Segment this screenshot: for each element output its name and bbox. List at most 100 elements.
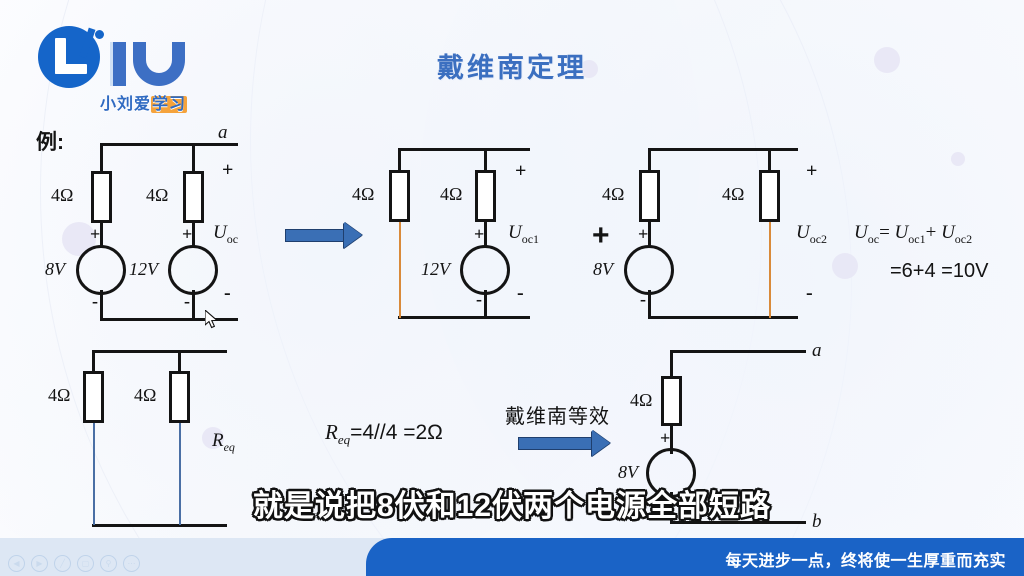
wire-mid-down [179, 423, 181, 525]
pen-icon[interactable]: ╱ [54, 555, 71, 572]
source-12v-plus: + [474, 224, 485, 244]
wire-mid-top [178, 350, 181, 375]
terminal-a-label: a [218, 122, 228, 143]
wire-bottom [648, 316, 798, 319]
req-label: Req [212, 430, 235, 455]
uoc-plus-sign: + [222, 159, 234, 181]
terminal-a-label: a [812, 340, 822, 361]
wire-mid-top [484, 148, 487, 174]
resistor-left [83, 371, 104, 423]
eq-plus: + [925, 222, 937, 243]
resistance-formula-rhs: =4//4 =2Ω [350, 421, 443, 444]
resistor-right [169, 371, 190, 423]
resistance-formula-subscript: eq [337, 432, 351, 448]
resistor-left-value: 4Ω [51, 185, 74, 205]
zoom-icon[interactable]: ⚲ [100, 555, 117, 572]
wire-left-top [648, 148, 651, 174]
wire-vertical-bottom [670, 492, 673, 523]
eq-uoc1-symbol: U [894, 222, 909, 243]
req-subscript: eq [223, 439, 235, 454]
note-icon[interactable]: ▢ [77, 555, 94, 572]
voltage-source-12v [460, 245, 510, 295]
uoc1-plus-sign: + [515, 160, 527, 182]
logo-subtext-plain: 小刘爱 [100, 96, 152, 113]
voltage-source-8v [646, 448, 696, 498]
eq-uoc1-subscript: oc1 [908, 231, 926, 246]
uoc1-symbol: U [508, 222, 522, 243]
brand-logo: 小刘爱学习 [38, 24, 218, 113]
resistor-right-value: 4Ω [146, 185, 169, 205]
logo-letter-l-foot [55, 64, 87, 74]
resistor-right-value: 4Ω [440, 184, 463, 204]
eq-uoc-symbol: U [854, 222, 868, 243]
resistor-equivalent [661, 376, 682, 426]
wire-left-mid [100, 220, 103, 248]
video-subtitle: 就是说把8伏和12伏两个电源全部短路 [252, 490, 772, 523]
uoc1-minus-sign: - [517, 282, 524, 304]
superposition-equation-line2: =6+4 =10V [890, 260, 989, 282]
eq-equals: = [879, 222, 890, 243]
wire-mid-top [768, 148, 771, 174]
wire-bottom [398, 316, 530, 319]
more-icon[interactable]: ⋯ [123, 555, 140, 572]
uoc2-minus-sign: - [806, 282, 813, 304]
wire-left-top [92, 350, 95, 375]
transform-arrow-2 [518, 430, 618, 457]
wire-left-top [398, 148, 401, 174]
wire-mid-bottom [192, 290, 195, 321]
logo-subtext-highlight: 学习 [151, 96, 188, 113]
wire-top [100, 143, 238, 146]
wire-vertical-mid [670, 424, 673, 454]
bottom-bar: 每天进步一点，终将使一生厚重而充实 [0, 538, 1024, 576]
voltage-source-12v [168, 245, 218, 295]
prev-icon[interactable]: ◀ [8, 555, 25, 572]
uoc-subscript: oc [226, 231, 239, 246]
uoc-symbol: U [213, 222, 227, 243]
background-dot-6 [951, 152, 965, 166]
wire-vertical-top [670, 350, 673, 378]
uoc-minus-sign: - [224, 282, 231, 304]
background-dot-4 [832, 253, 858, 279]
background-dot-5 [202, 427, 224, 449]
wire-mid-bottom [484, 290, 487, 318]
source-12v-value: 12V [421, 259, 450, 279]
logo-letter-l-stem [55, 38, 66, 74]
resistor-left [639, 170, 660, 222]
superposition-plus-operator: + [592, 219, 610, 252]
source-12v-plus: + [182, 224, 193, 244]
wire-left-bottom [100, 290, 103, 321]
source-12v-minus: - [476, 289, 482, 309]
next-icon[interactable]: ▶ [31, 555, 48, 572]
resistor-right [183, 171, 204, 223]
uoc2-symbol: U [796, 222, 810, 243]
source-8v-value: 8V [618, 462, 638, 482]
player-toolbar[interactable]: ◀ ▶ ╱ ▢ ⚲ ⋯ [8, 555, 140, 572]
resistance-formula-symbol: R [325, 420, 338, 444]
resistor-equivalent-value: 4Ω [630, 390, 653, 410]
source-8v-value: 8V [593, 259, 613, 279]
resistor-right-value: 4Ω [134, 385, 157, 405]
source-12v-minus: - [184, 291, 190, 311]
wire-mid-top [192, 143, 195, 175]
req-symbol: R [212, 430, 224, 451]
uoc1-label: Uoc1 [508, 222, 539, 247]
bottom-bar-slogan: 每天进步一点，终将使一生厚重而充实 [725, 553, 1006, 570]
resistor-right [759, 170, 780, 222]
uoc1-subscript: oc1 [521, 231, 540, 246]
thevenin-equivalent-caption: 戴维南等效 [505, 406, 610, 428]
source-8v-plus: + [638, 224, 649, 244]
uoc-label: Uoc [213, 222, 238, 247]
source-12v-value: 12V [129, 259, 158, 279]
wire-left-mid [648, 220, 651, 248]
uoc2-subscript: oc2 [809, 231, 828, 246]
wire-top [398, 148, 530, 151]
wire-bottom [92, 524, 227, 527]
wire-top [92, 350, 227, 353]
wire-top [648, 148, 798, 151]
slide-title: 戴维南定理 [437, 53, 587, 83]
example-label: 例: [36, 131, 64, 154]
uoc2-label: Uoc2 [796, 222, 827, 247]
wire-bottom [670, 521, 806, 524]
resistance-formula: Req=4//4 =2Ω [325, 420, 443, 448]
